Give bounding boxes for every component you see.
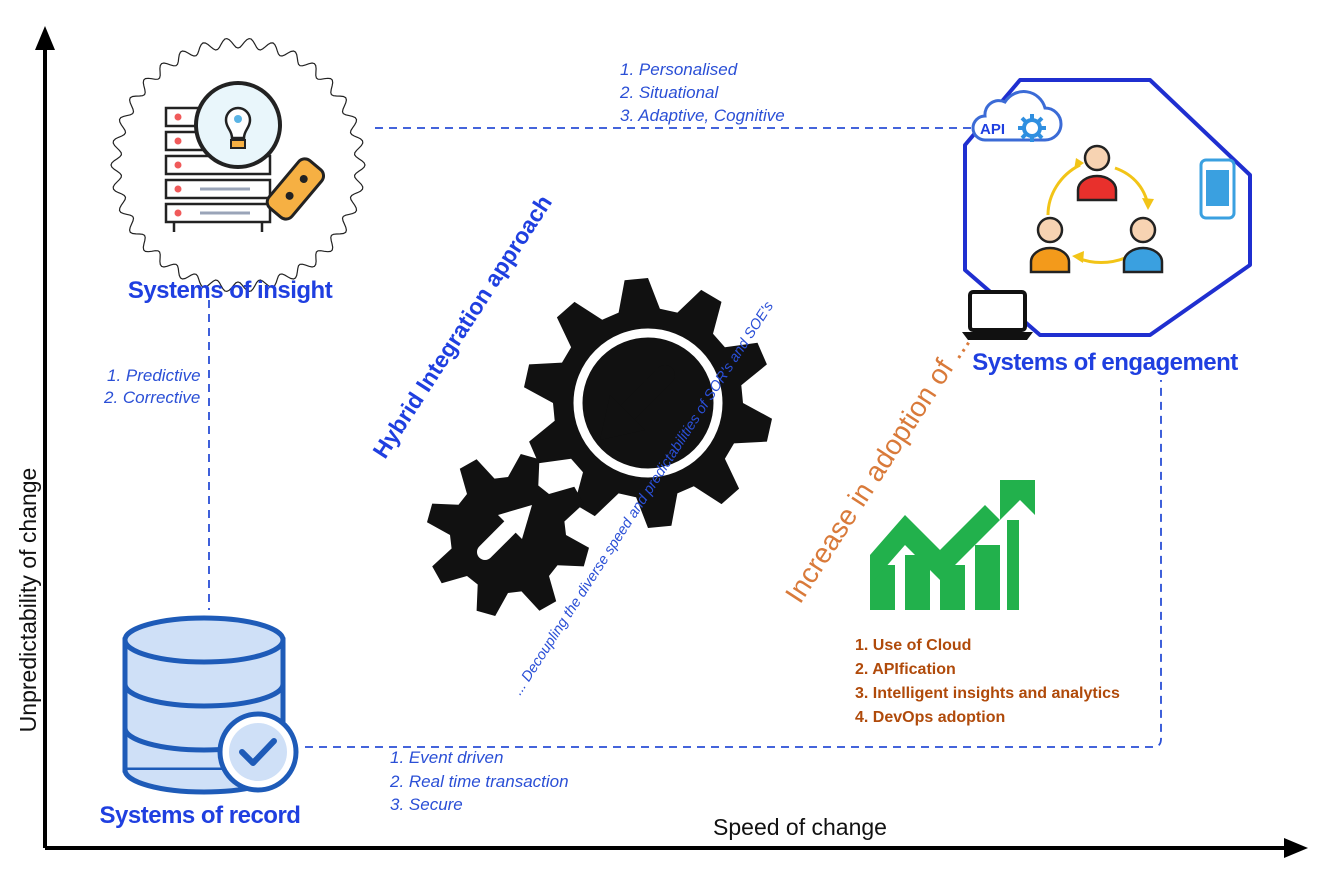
- large-gear-ring: [573, 328, 723, 478]
- adoption-item-1: 1. Use of Cloud: [855, 637, 971, 654]
- database-icon: [122, 615, 299, 795]
- record-trait-3: 3. Secure: [390, 795, 463, 814]
- magnifier-bulb-icon: [194, 81, 326, 221]
- systems-of-insight-group: [110, 37, 366, 293]
- gears-icon: [427, 278, 772, 616]
- systems-of-record-title: Systems of record: [100, 802, 301, 829]
- people-cycle-icon: [1029, 144, 1164, 274]
- record-trait-1: 1. Event driven: [390, 748, 503, 767]
- person-blue: [1122, 216, 1164, 274]
- growth-chart-icon: [870, 480, 1035, 610]
- x-axis: [45, 838, 1308, 858]
- checkmark-icon: [239, 738, 277, 766]
- y-axis-label: Unpredictability of change: [15, 468, 41, 733]
- phone-icon: [1199, 158, 1236, 220]
- engagement-trait-1: 1. Personalised: [620, 60, 738, 79]
- engagement-trait-2: 2. Situational: [619, 83, 720, 102]
- outward-arrow-icon: [477, 505, 532, 560]
- hybrid-integration-title: Hybrid Integration approach: [367, 190, 557, 462]
- api-cloud-icon: API: [971, 90, 1063, 142]
- inward-arrow-icon: [600, 365, 675, 440]
- insight-trait-1: 1. Predictive: [107, 366, 201, 385]
- person-orange: [1029, 216, 1071, 274]
- record-trait-2: 2. Real time transaction: [389, 772, 569, 791]
- api-label: API: [980, 121, 1005, 138]
- systems-of-engagement-group: API: [962, 78, 1252, 340]
- adoption-item-4: 4. DevOps adoption: [855, 709, 1005, 726]
- y-axis: [35, 26, 55, 848]
- person-red: [1076, 144, 1118, 202]
- scalloped-badge-outline: [110, 37, 366, 293]
- engagement-octagon-outline: [963, 78, 1252, 337]
- adoption-item-2: 2. APIfication: [855, 661, 956, 678]
- engagement-trait-3: 3. Adaptive, Cognitive: [620, 106, 785, 125]
- adoption-item-3: 3. Intelligent insights and analytics: [855, 685, 1120, 702]
- laptop-icon: [962, 290, 1033, 340]
- x-axis-label: Speed of change: [713, 814, 887, 840]
- insight-trait-2: 2. Corrective: [103, 388, 200, 407]
- connector-record-engagement: [305, 380, 1162, 748]
- systems-of-insight-title: Systems of insight: [128, 277, 333, 304]
- systems-of-engagement-title: Systems of engagement: [972, 349, 1238, 376]
